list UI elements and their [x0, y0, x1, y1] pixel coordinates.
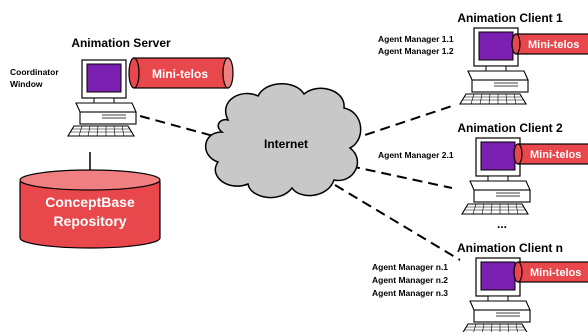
client-1-minitelos-label: Mini-telos [528, 39, 579, 51]
client-2-title: Animation Client 2 [457, 121, 563, 135]
server-computer-icon [67, 59, 137, 137]
clients-ellipsis: ... [497, 217, 507, 231]
client-n-minitelos-cylinder: Mini-telos [513, 261, 588, 283]
client-2-minitelos-label: Mini-telos [530, 149, 581, 161]
link-client-1 [349, 105, 453, 141]
internet-label: Internet [264, 137, 308, 151]
network-links [139, 105, 461, 261]
animation-client-2: Animation Client 2 Agent Manager 2.1 Min… [378, 121, 588, 231]
animation-client-1: Animation Client 1 Agent Manager 1.1 Age… [378, 11, 588, 105]
server-minitelos-cylinder: Mini-telos [128, 57, 234, 89]
client-n-minitelos-label: Mini-telos [530, 267, 581, 279]
conceptbase-repository-cylinder: ConceptBase Repository [19, 169, 161, 249]
client-1-title: Animation Client 1 [457, 11, 563, 25]
client-n-agent-2: Agent Manager n.2 [372, 275, 448, 285]
coordinator-label-2: Window [10, 79, 43, 89]
repository-label-1: ConceptBase [45, 194, 135, 210]
client-1-agent-2: Agent Manager 1.2 [378, 46, 454, 56]
link-client-2 [349, 165, 453, 189]
animation-server: Animation Server Coordinator Window Mini… [10, 36, 234, 249]
server-title: Animation Server [71, 36, 171, 50]
server-minitelos-label: Mini-telos [152, 67, 208, 81]
link-client-n [334, 184, 461, 261]
repository-label-2: Repository [53, 213, 126, 229]
client-n-title: Animation Client n [457, 241, 563, 255]
client-n-agent-1: Agent Manager n.1 [372, 262, 448, 272]
client-1-minitelos-cylinder: Mini-telos [511, 33, 588, 55]
client-1-agent-1: Agent Manager 1.1 [378, 34, 454, 44]
animation-client-n: Animation Client n Agent Manager n.1 Age… [372, 241, 588, 332]
internet-cloud: Internet [205, 83, 362, 199]
client-n-agent-3: Agent Manager n.3 [372, 288, 448, 298]
client-2-minitelos-cylinder: Mini-telos [513, 143, 588, 165]
client-2-agent-1: Agent Manager 2.1 [378, 150, 454, 160]
coordinator-label-1: Coordinator [10, 67, 59, 77]
